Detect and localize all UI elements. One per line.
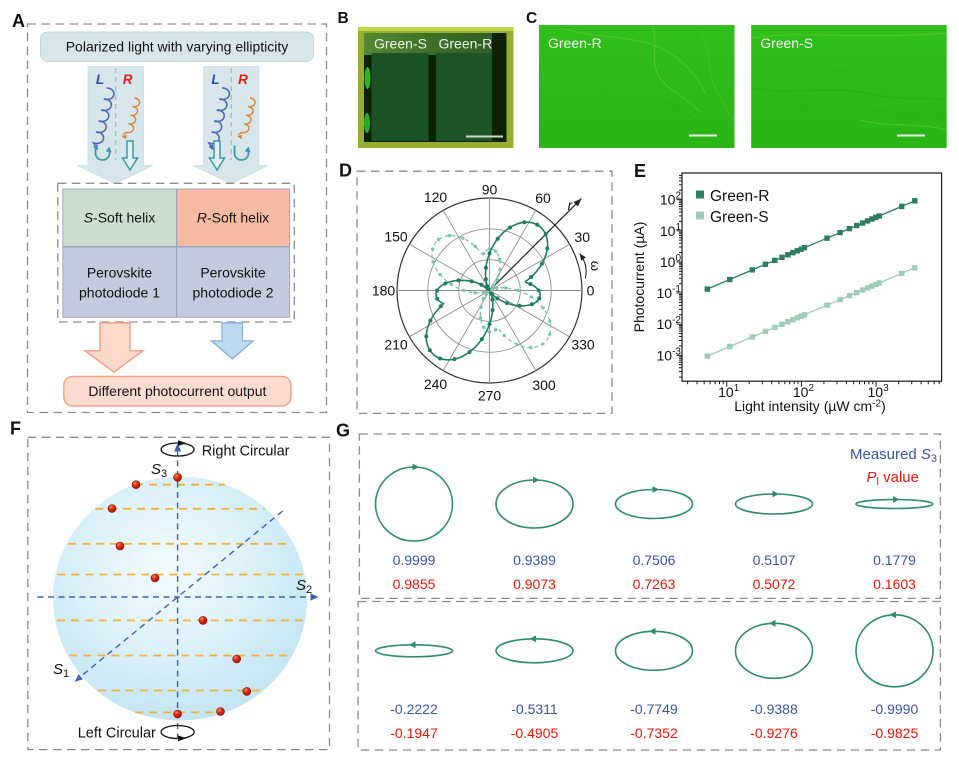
svg-text:0.9389: 0.9389 [513, 552, 556, 568]
svg-text:R: R [238, 72, 248, 87]
svg-text:240: 240 [424, 376, 448, 392]
svg-text:-0.2222: -0.2222 [390, 701, 438, 717]
svg-text:300: 300 [532, 377, 556, 393]
svg-text:-0.9388: -0.9388 [750, 701, 798, 717]
svg-text:0.9999: 0.9999 [393, 552, 436, 568]
svg-text:0.9073: 0.9073 [513, 576, 556, 592]
svg-text:F: F [10, 419, 21, 439]
svg-text:-0.1947: -0.1947 [390, 725, 438, 741]
svg-text:270: 270 [478, 388, 502, 404]
svg-text:Green-S: Green-S [710, 209, 769, 226]
svg-text:Photocurrent (µA): Photocurrent (µA) [631, 222, 647, 333]
svg-text:Perovskite: Perovskite [87, 265, 153, 281]
svg-text:G: G [336, 421, 350, 441]
svg-text:30: 30 [574, 229, 590, 245]
svg-text:0.7506: 0.7506 [633, 552, 676, 568]
svg-text:C: C [526, 10, 537, 27]
svg-text:0.5107: 0.5107 [753, 552, 796, 568]
svg-text:Different photocurrent output: Different photocurrent output [88, 383, 266, 399]
svg-text:Green-R: Green-R [710, 188, 769, 205]
svg-text:Right Circular: Right Circular [202, 444, 290, 460]
svg-text:Left Circular: Left Circular [78, 726, 156, 742]
svg-text:Light intensity (µW cm-2): Light intensity (µW cm-2) [734, 398, 886, 414]
svg-text:-0.9825: -0.9825 [871, 725, 919, 741]
svg-text:0.9855: 0.9855 [393, 576, 436, 592]
svg-text:r: r [568, 197, 574, 213]
svg-text:90: 90 [482, 182, 498, 198]
svg-text:0.1603: 0.1603 [873, 576, 916, 592]
svg-text:A: A [12, 11, 25, 31]
svg-text:-0.4905: -0.4905 [511, 725, 559, 741]
svg-text:Green-R: Green-R [548, 35, 602, 51]
svg-text:E: E [634, 161, 646, 181]
svg-text:330: 330 [571, 337, 595, 353]
svg-text:L: L [96, 72, 104, 87]
svg-text:0: 0 [587, 283, 595, 299]
svg-text:60: 60 [535, 190, 551, 206]
svg-text:L: L [211, 72, 219, 87]
svg-text:R: R [123, 72, 133, 87]
svg-text:0.7263: 0.7263 [633, 576, 676, 592]
svg-text:Polarized light with varying e: Polarized light with varying ellipticity [66, 39, 289, 55]
svg-text:Measured S3: Measured S3 [850, 446, 937, 465]
svg-text:photodiode 2: photodiode 2 [193, 285, 274, 301]
svg-text:Pl value: Pl value [867, 469, 920, 488]
svg-text:B: B [338, 10, 349, 27]
svg-text:0.5072: 0.5072 [753, 576, 796, 592]
svg-text:ω: ω [588, 261, 603, 271]
svg-text:photodiode 1: photodiode 1 [79, 285, 160, 301]
svg-text:R-Soft helix: R-Soft helix [197, 210, 269, 226]
svg-text:-0.7749: -0.7749 [630, 701, 678, 717]
svg-text:120: 120 [424, 189, 448, 205]
svg-text:0.1779: 0.1779 [873, 552, 916, 568]
svg-text:Green-R: Green-R [439, 36, 493, 52]
svg-text:S-Soft helix: S-Soft helix [84, 210, 156, 226]
svg-text:Perovskite: Perovskite [200, 265, 266, 281]
svg-text:-0.9990: -0.9990 [871, 701, 919, 717]
svg-text:Green-S: Green-S [374, 36, 427, 52]
svg-text:-0.5311: -0.5311 [511, 701, 558, 717]
svg-text:D: D [339, 161, 352, 181]
svg-text:-0.7352: -0.7352 [630, 725, 678, 741]
svg-text:-0.9276: -0.9276 [750, 725, 798, 741]
svg-text:150: 150 [384, 229, 408, 245]
svg-text:Green-S: Green-S [760, 35, 813, 51]
svg-text:210: 210 [384, 337, 408, 353]
svg-text:180: 180 [372, 283, 396, 299]
